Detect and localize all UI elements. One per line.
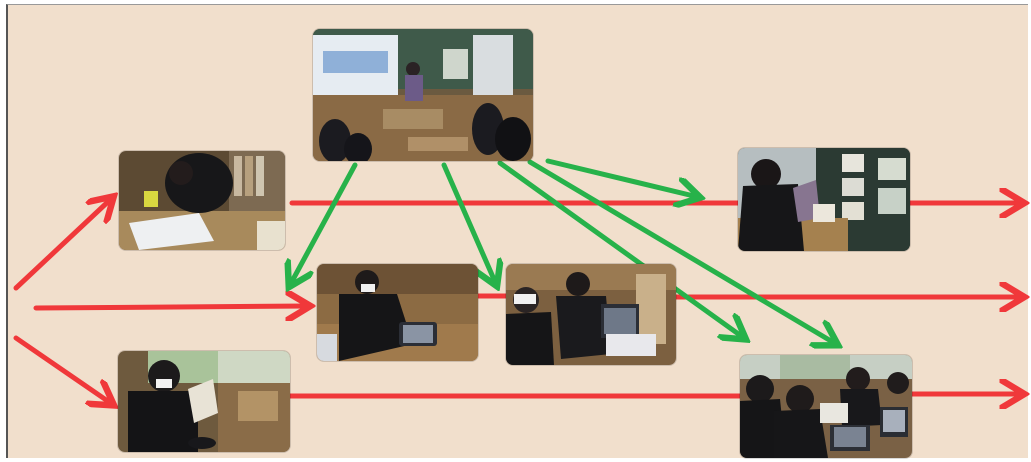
- flow-arrow-branch-middle: [33, 306, 308, 308]
- photo-group-discussion: [740, 355, 912, 458]
- instruction-arrow-5: [527, 159, 836, 344]
- photo-student-writing: [119, 151, 285, 250]
- photo-pair-laptop: [506, 264, 676, 365]
- photo-student-tablet: [317, 264, 478, 361]
- photo-teacher-lecture: [313, 29, 533, 161]
- flow-arrow-branch-up: [13, 198, 112, 291]
- photo-student-reading: [118, 351, 290, 452]
- flow-arrow-branch-down: [13, 335, 112, 404]
- instruction-arrow-2: [441, 162, 496, 284]
- instruction-arrow-3: [545, 158, 698, 197]
- instruction-arrow-4: [497, 160, 744, 338]
- photo-student-posting: [738, 148, 910, 251]
- instruction-arrow-1: [290, 162, 358, 285]
